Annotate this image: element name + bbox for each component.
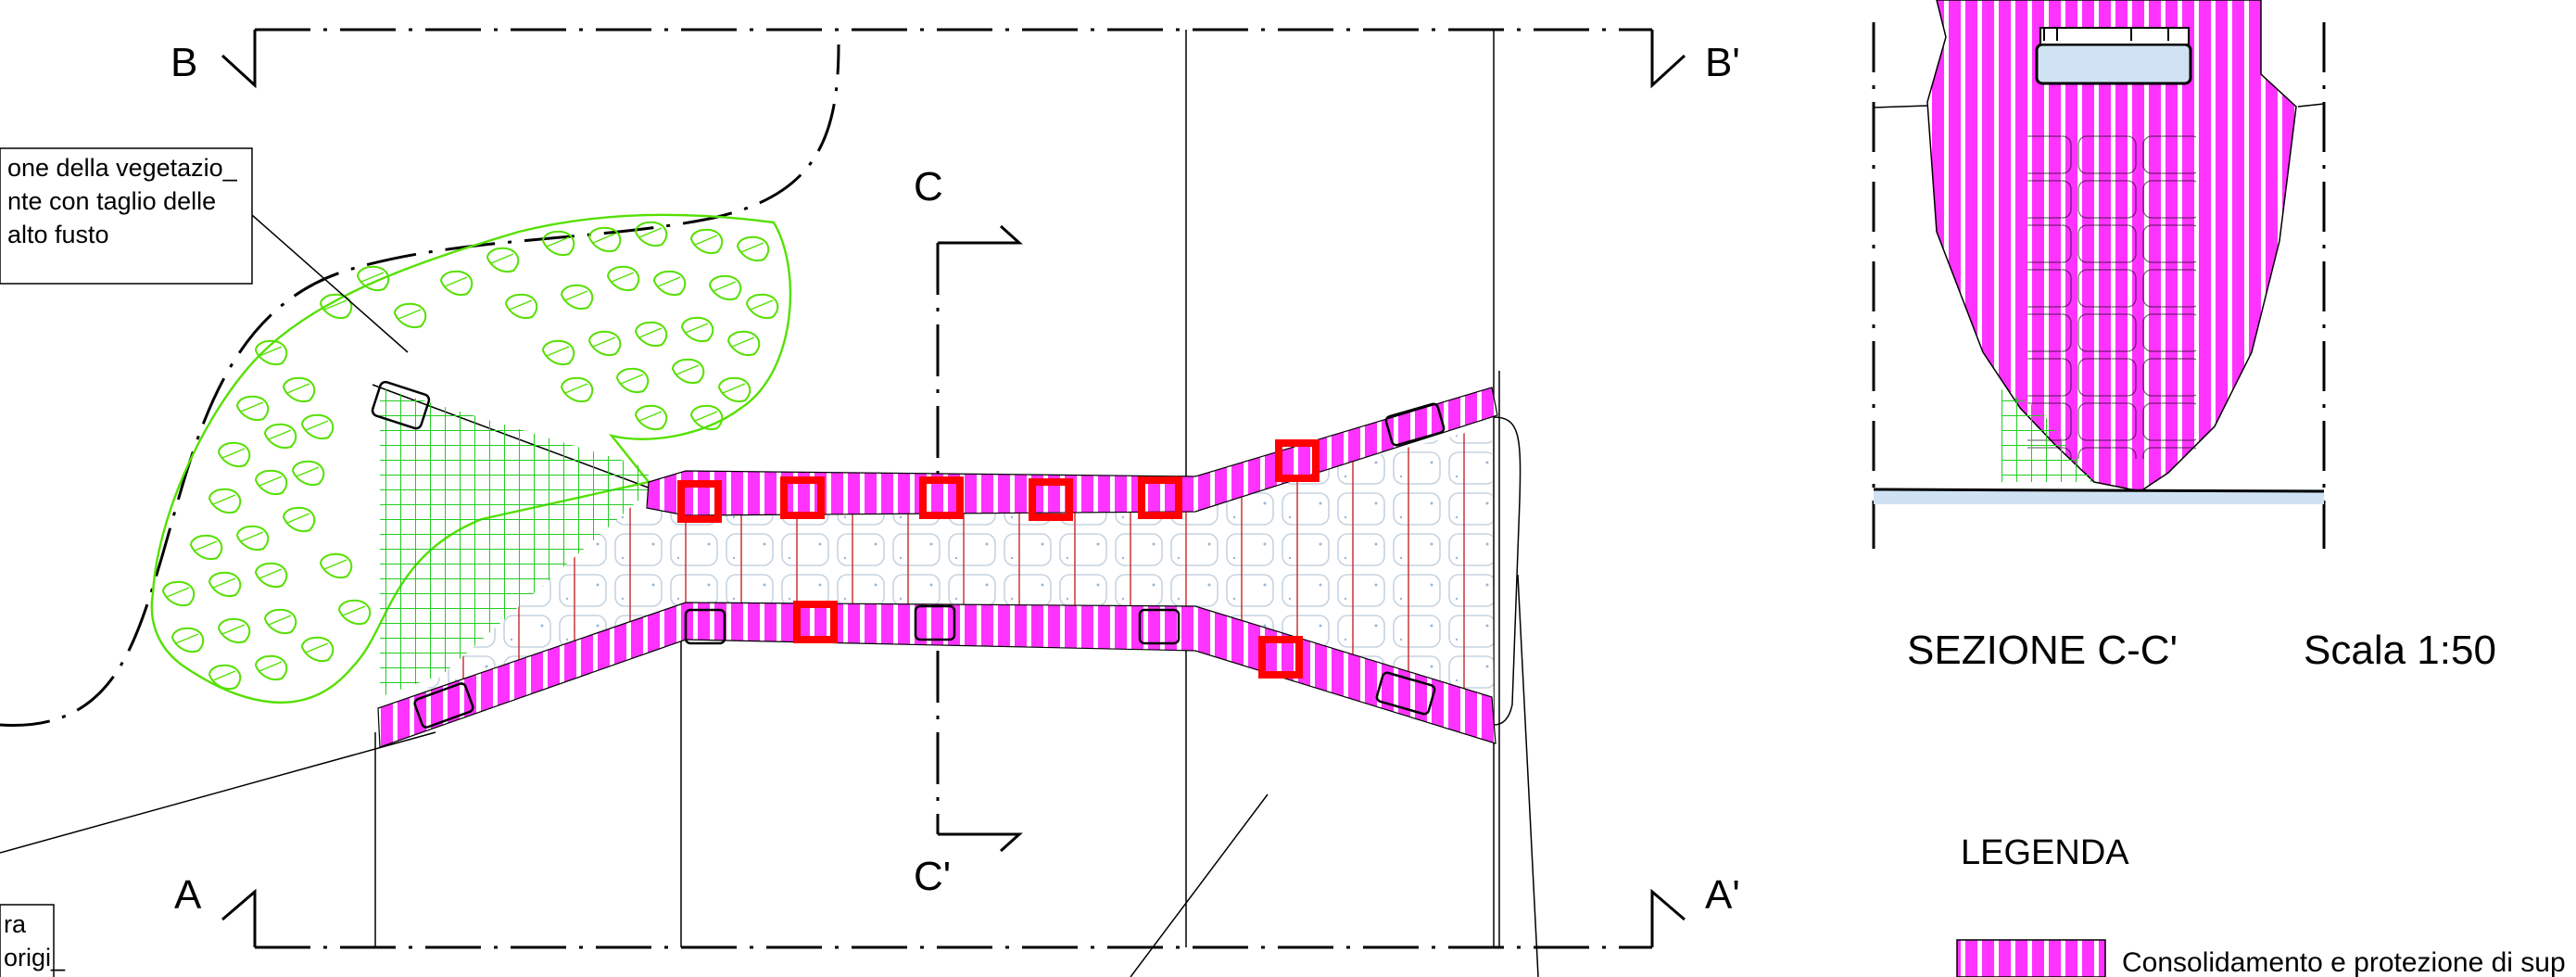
section-label-c-top: C: [914, 164, 943, 209]
section-label-a-left: A: [174, 872, 202, 918]
ground-water-strip: [1874, 489, 2324, 504]
section-frame: [221, 28, 1686, 949]
section-label-c-bottom: C': [914, 854, 951, 899]
callout-leader-vegetation: [251, 214, 409, 353]
section-label-b-right: B': [1705, 40, 1740, 85]
legend-title: LEGENDA: [1961, 833, 2129, 872]
vegetation-boundary: [0, 44, 840, 727]
stone-wall-blocks: [2027, 130, 2196, 459]
section-label-b-left: B: [170, 40, 197, 85]
vegetation-area: [150, 213, 792, 704]
wall-cap-block: [2035, 43, 2192, 85]
section-mesh: [2001, 389, 2094, 482]
callout-vegetation-line-1: one della vegetazio_: [7, 154, 238, 182]
consolidation-bands: [377, 387, 1498, 748]
stone-blocks: [371, 380, 1446, 729]
red-markers: [677, 439, 1320, 679]
legend: LEGENDA Consolidamento e protezione di s…: [1956, 833, 2566, 977]
plan-view: B B' A A' C C' one della vegetazio_ nte …: [0, 28, 1740, 977]
legend-swatch-consolidation: [1956, 939, 2106, 977]
section-title: SEZIONE C-C': [1907, 628, 2178, 673]
section-scale: Scala 1:50: [2304, 628, 2496, 673]
callout-bottom-line-2: origi_: [4, 944, 66, 971]
callout-vegetation: one della vegetazio_ nte con taglio dell…: [0, 147, 253, 285]
callout-bottom-line-1: ra: [4, 910, 27, 938]
section-label-a-right: A': [1705, 872, 1740, 918]
section-view: SEZIONE C-C' Scala 1:50: [1872, 0, 2496, 673]
callout-vegetation-line-2: nte con taglio delle: [7, 187, 216, 215]
callout-vegetation-line-3: alto fusto: [7, 221, 109, 248]
legend-item-label: Consolidamento e protezione di sup: [2122, 947, 2566, 977]
callout-bottom-left: ra origi_: [0, 904, 66, 977]
callout-leader-bottom: [0, 731, 436, 854]
